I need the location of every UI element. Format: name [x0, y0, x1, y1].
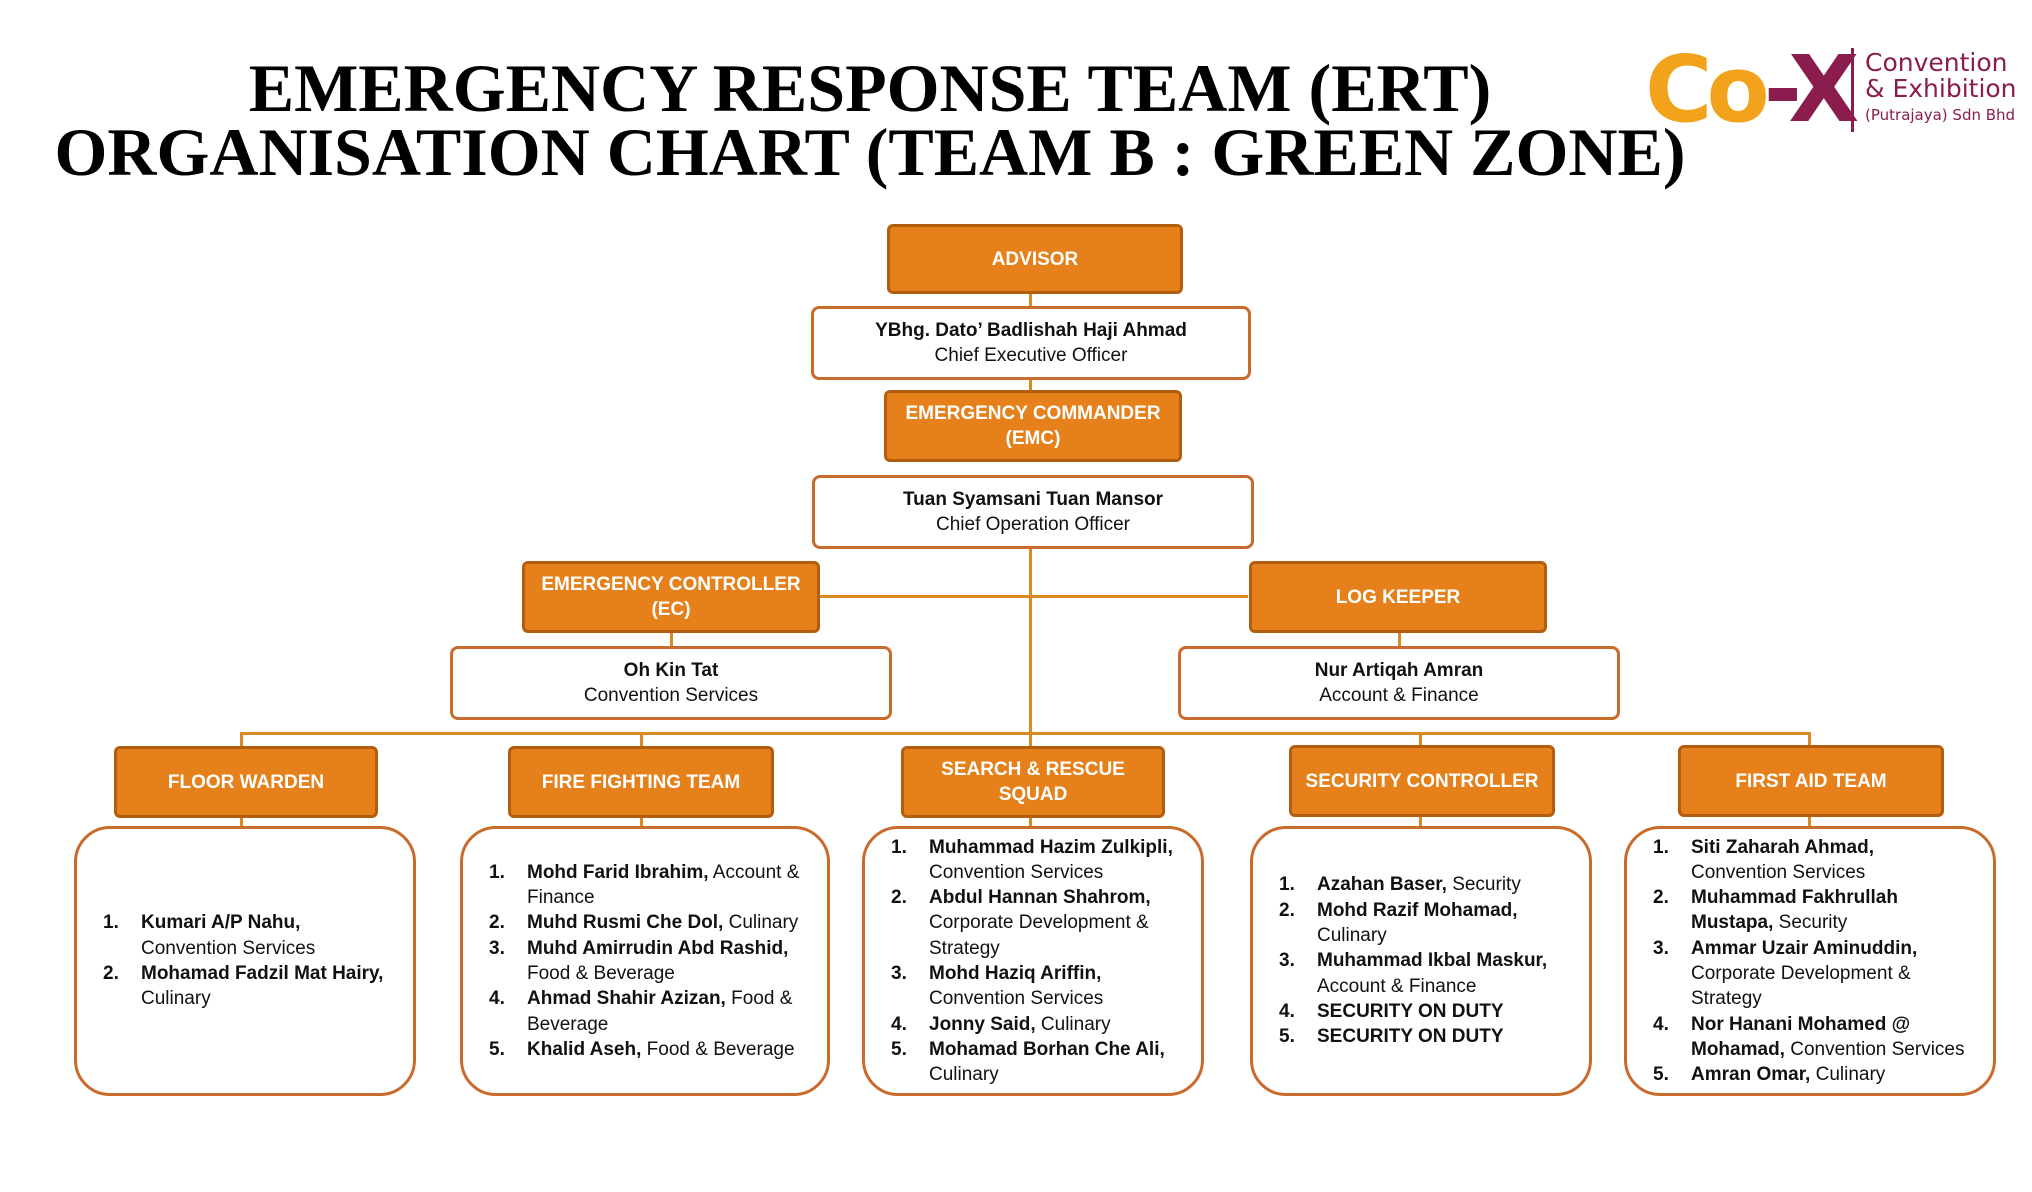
connector-controller-person	[670, 630, 673, 650]
floor-warden-members: 1.Kumari A/P Nahu, Convention Services 2…	[74, 826, 416, 1096]
list-item: 5.Mohamad Borhan Che Ali, Culinary	[891, 1038, 1165, 1086]
role-security-controller: SECURITY CONTROLLER	[1289, 745, 1555, 817]
connector-logkeeper-person	[1398, 630, 1401, 650]
connector-drop-first-aid	[1808, 732, 1811, 748]
connector-drop-floor-warden	[240, 732, 243, 748]
list-item: 1.Mohd Farid Ibrahim, Account & Finance	[489, 861, 800, 909]
logkeeper-title: Account & Finance	[1319, 685, 1479, 706]
list-item: 2.Muhammad Fakhrullah Mustapa, Security	[1653, 887, 1898, 934]
list-item: 4.Nor Hanani Mohamed @ Mohamad, Conventi…	[1653, 1013, 1965, 1060]
role-emergency-controller: EMERGENCY CONTROLLER (EC)	[522, 561, 820, 633]
list-item: 1.Muhammad Hazim Zulkipli, Convention Se…	[891, 836, 1173, 883]
logkeeper-person: Nur Artiqah Amran Account & Finance	[1178, 646, 1620, 720]
connector-team0-list	[240, 815, 243, 829]
list-item: 4.SECURITY ON DUTY	[1279, 1000, 1504, 1022]
chart-title-line2: ORGANISATION CHART (TEAM B : GREEN ZONE)	[54, 114, 1686, 190]
list-item: 3.Mohd Haziq Ariffin, Convention Service…	[891, 963, 1104, 1010]
controller-name: Oh Kin Tat	[623, 660, 719, 681]
logo-text-line3: (Putrajaya) Sdn Bhd	[1865, 106, 2016, 124]
list-item: 5.Khalid Aseh, Food & Beverage	[489, 1038, 795, 1060]
list-item: 2.Mohamad Fadzil Mat Hairy, Culinary	[103, 963, 384, 1010]
logo-text-line1: Convention	[1865, 48, 2008, 77]
logo-text-line2: & Exhibition	[1865, 74, 2017, 103]
role-search-rescue-squad: SEARCH & RESCUE SQUAD	[901, 746, 1165, 818]
list-item: 3.Muhammad Ikbal Maskur, Account & Finan…	[1279, 950, 1548, 997]
role-emergency-commander: EMERGENCY COMMANDER (EMC)	[884, 390, 1182, 462]
list-item: 3.Muhd Amirrudin Abd Rashid, Food & Beve…	[489, 937, 789, 984]
first-aid-members: 1.Siti Zaharah Ahmad, Convention Service…	[1624, 826, 1996, 1096]
list-item: 5.SECURITY ON DUTY	[1279, 1026, 1504, 1048]
role-floor-warden: FLOOR WARDEN	[114, 746, 378, 818]
list-item: 1.Kumari A/P Nahu, Convention Services	[103, 912, 316, 959]
advisor-title: Chief Executive Officer	[934, 345, 1128, 366]
cox-logo-mark: Co-X	[1645, 36, 1859, 143]
controller-person: Oh Kin Tat Convention Services	[450, 646, 892, 720]
list-item: 4.Ahmad Shahir Azizan, Food & Beverage	[489, 988, 793, 1035]
connector-controller-logkeeper	[818, 595, 1248, 598]
connector-drop-fire-fighting	[640, 732, 643, 748]
list-item: 2.Abdul Hannan Shahrom, Corporate Develo…	[891, 887, 1151, 959]
list-item: 2.Mohd Razif Mohamad, Culinary	[1279, 899, 1518, 947]
connector-team3-list	[1419, 815, 1422, 829]
connector-team2-list	[1029, 815, 1032, 829]
connector-team4-list	[1808, 815, 1811, 829]
role-first-aid-team: FIRST AID TEAM	[1678, 745, 1944, 817]
list-item: 1.Siti Zaharah Ahmad, Convention Service…	[1653, 836, 1874, 883]
role-advisor: ADVISOR	[887, 224, 1183, 294]
advisor-person: YBhg. Dato’ Badlishah Haji Ahmad Chief E…	[811, 306, 1251, 380]
role-fire-fighting-team: FIRE FIGHTING TEAM	[508, 746, 774, 818]
role-log-keeper: LOG KEEPER	[1249, 561, 1547, 633]
list-item: 4.Jonny Said, Culinary	[891, 1013, 1111, 1035]
commander-title: Chief Operation Officer	[936, 514, 1130, 535]
commander-person: Tuan Syamsani Tuan Mansor Chief Operatio…	[812, 475, 1254, 549]
company-logo: Co-X Convention & Exhibition (Putrajaya)…	[1645, 36, 2017, 143]
commander-name: Tuan Syamsani Tuan Mansor	[902, 489, 1164, 510]
connector-team1-list	[640, 815, 643, 829]
chart-title-line1: EMERGENCY RESPONSE TEAM (ERT)	[248, 50, 1492, 126]
connector-teams-bus	[240, 732, 1810, 735]
logo-divider	[1851, 48, 1854, 132]
logkeeper-name: Nur Artiqah Amran	[1314, 660, 1484, 681]
list-item: 3.Ammar Uzair Aminuddin, Corporate Devel…	[1653, 937, 1918, 1010]
controller-title: Convention Services	[583, 685, 759, 706]
search-rescue-members: 1.Muhammad Hazim Zulkipli, Convention Se…	[862, 826, 1204, 1096]
security-controller-members: 1.Azahan Baser, Security 2.Mohd Razif Mo…	[1250, 826, 1592, 1096]
list-item: 1.Azahan Baser, Security	[1279, 874, 1521, 896]
list-item: 2.Muhd Rusmi Che Dol, Culinary	[489, 912, 799, 934]
advisor-name: YBhg. Dato’ Badlishah Haji Ahmad	[875, 320, 1187, 341]
list-item: 5.Amran Omar, Culinary	[1653, 1064, 1886, 1086]
connector-drop-security	[1419, 732, 1422, 748]
fire-fighting-members: 1.Mohd Farid Ibrahim, Account & Finance …	[460, 826, 830, 1096]
connector-main-trunk	[1029, 545, 1032, 750]
